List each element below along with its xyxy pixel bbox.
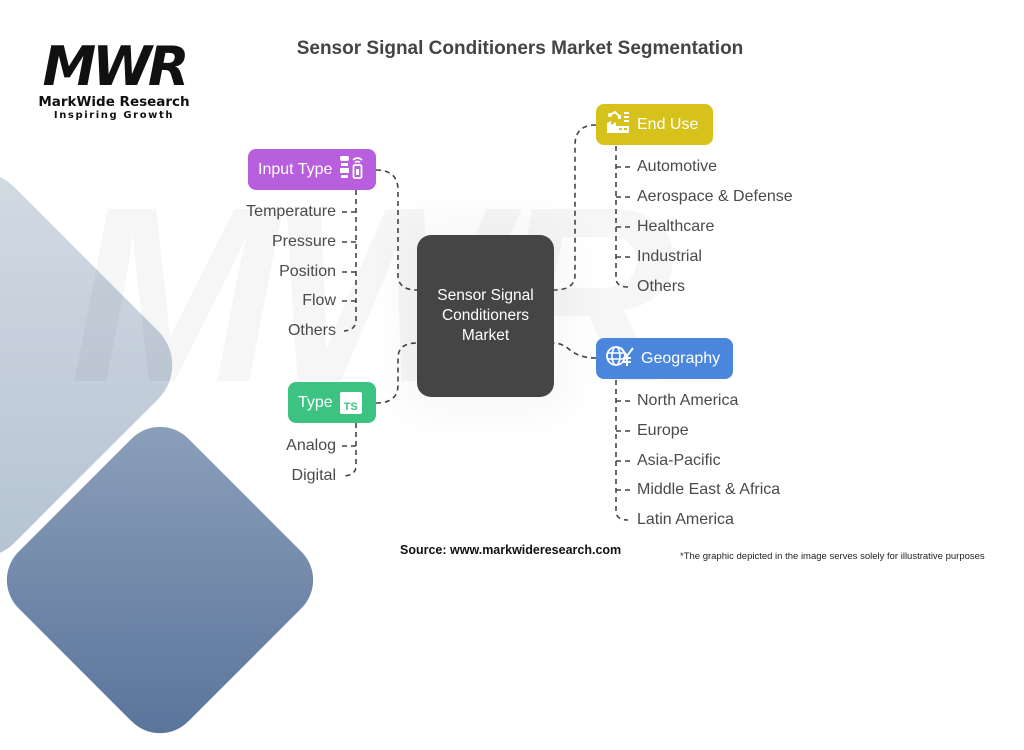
industry-robot-icon — [606, 110, 630, 139]
leaf-input-type-temperature: Temperature — [246, 203, 336, 220]
leaf-type-digital: Digital — [291, 467, 336, 484]
segment-end-use-label: End Use — [637, 115, 699, 133]
leaf-end-use-industrial: Industrial — [637, 248, 702, 265]
segment-end-use[interactable]: End Use — [596, 104, 713, 145]
leaf-geography-latin-america: Latin America — [637, 511, 734, 528]
disclaimer-text: *The graphic depicted in the image serve… — [680, 551, 985, 562]
segment-type-label: Type — [298, 393, 333, 411]
leaf-input-type-pressure: Pressure — [271, 233, 336, 250]
globe-yen-icon — [606, 344, 634, 373]
leaf-geography-middle-east-africa: Middle East & Africa — [637, 481, 781, 498]
logo-tagline: Inspiring Growth — [53, 110, 175, 121]
logo-mark: MWR — [42, 35, 190, 98]
leaf-input-type-others: Others — [287, 322, 336, 339]
sensor-icon — [339, 155, 365, 184]
leaf-geography-europe: Europe — [637, 422, 689, 439]
source-text: Source: www.markwideresearch.com — [400, 543, 622, 557]
leaf-geography-asia-pacific: Asia-Pacific — [637, 452, 721, 469]
leaf-end-use-aerospace-defense: Aerospace & Defense — [637, 188, 793, 205]
leaf-end-use-others: Others — [637, 278, 686, 295]
leaf-end-use-automotive: Automotive — [637, 158, 718, 175]
segment-input-type[interactable]: Input Type — [248, 149, 376, 190]
segment-geography[interactable]: Geography — [596, 338, 733, 379]
center-node: Sensor Signal Conditioners Market — [417, 235, 554, 397]
center-node-label: Sensor Signal Conditioners Market — [437, 287, 534, 344]
leaf-input-type-position: Position — [279, 263, 336, 280]
leaf-input-type-flow: Flow — [302, 292, 336, 309]
ts-badge-icon: TS — [339, 391, 362, 414]
segment-geography-label: Geography — [641, 349, 721, 367]
logo: MWR MarkWide Research Inspiring Growth — [34, 35, 194, 122]
connector-lines — [342, 124, 630, 521]
logo-name: MarkWide Research — [38, 94, 190, 110]
page-title: Sensor Signal Conditioners Market Segmen… — [296, 38, 744, 59]
leaf-type-analog: Analog — [286, 437, 336, 454]
segment-type[interactable]: Type TS — [288, 382, 376, 423]
leaf-end-use-healthcare: Healthcare — [637, 218, 715, 235]
leaf-geography-north-america: North America — [637, 392, 739, 409]
segment-input-type-label: Input Type — [258, 160, 333, 178]
